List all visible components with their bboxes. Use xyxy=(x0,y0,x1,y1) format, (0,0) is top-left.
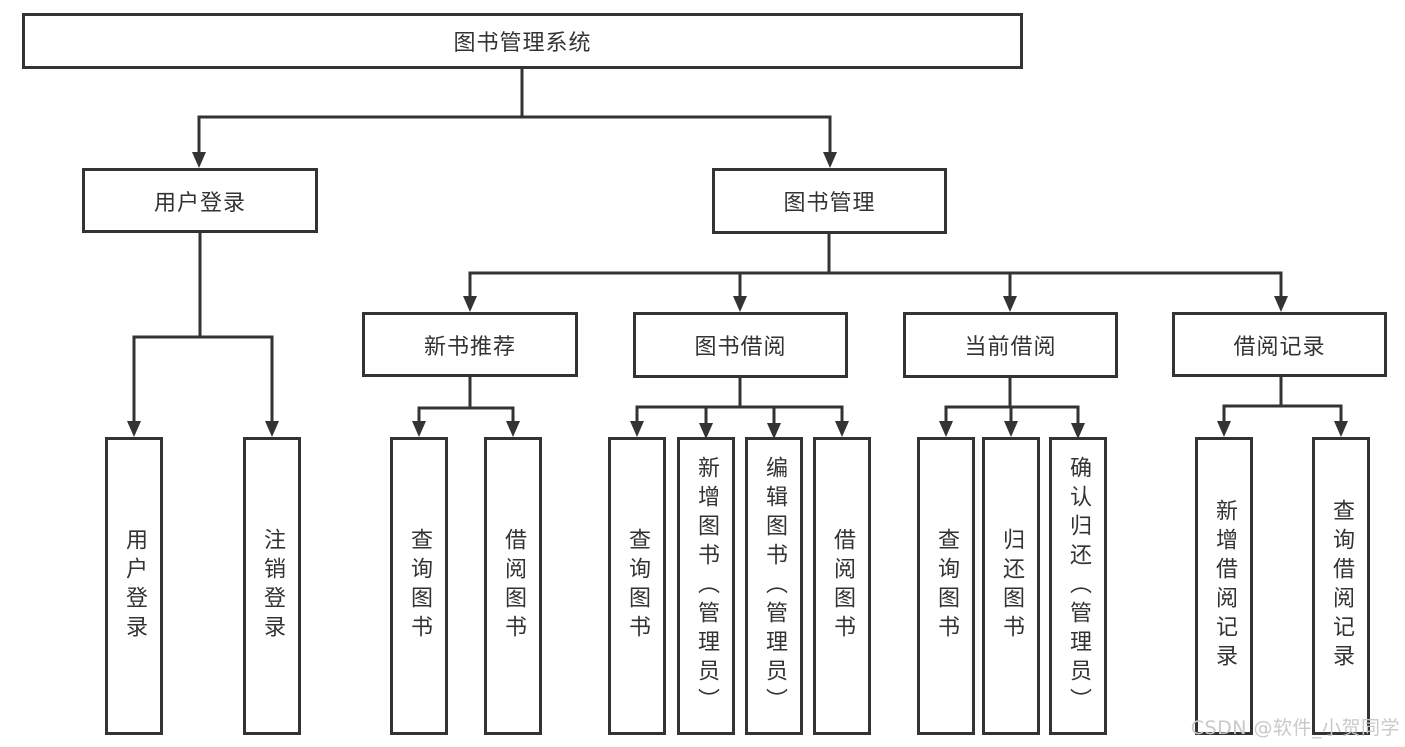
node-book-management: 图书管理 xyxy=(712,168,947,234)
node-leaf-borrow-books-recommend: 借阅图书 xyxy=(484,437,542,735)
node-label: 查询图书 xyxy=(625,528,650,644)
node-label: 查询图书 xyxy=(407,528,432,644)
node-label: 借阅记录 xyxy=(1233,334,1326,360)
node-library-management-system: 图书管理系统 xyxy=(22,13,1023,69)
node-label: 借阅图书 xyxy=(830,528,855,644)
node-label: 图书管理 xyxy=(783,191,876,216)
node-leaf-add-borrow-record: 新增借阅记录 xyxy=(1195,437,1253,735)
node-label: 编辑图书（管理员） xyxy=(762,455,787,717)
node-leaf-logout: 注销登录 xyxy=(243,437,301,735)
node-leaf-query-books-current: 查询图书 xyxy=(917,437,975,735)
node-label: 新增图书（管理员） xyxy=(694,455,719,717)
node-leaf-return-books: 归还图书 xyxy=(982,437,1040,735)
node-user-login: 用户登录 xyxy=(82,168,318,233)
node-leaf-add-books-admin: 新增图书（管理员） xyxy=(677,437,735,735)
node-label: 用户登录 xyxy=(122,528,147,644)
node-label: 确认归还（管理员） xyxy=(1066,455,1091,717)
node-leaf-borrow-books: 借阅图书 xyxy=(813,437,871,735)
node-label: 用户登录 xyxy=(153,190,246,216)
node-book-borrowing: 图书借阅 xyxy=(633,312,848,378)
node-leaf-user-login: 用户登录 xyxy=(105,437,163,735)
node-leaf-confirm-return-admin: 确认归还（管理员） xyxy=(1049,437,1107,735)
node-label: 借阅图书 xyxy=(501,528,526,644)
node-leaf-query-books-borrow: 查询图书 xyxy=(608,437,666,735)
node-label: 查询借阅记录 xyxy=(1329,499,1354,673)
node-leaf-query-borrow-record: 查询借阅记录 xyxy=(1312,437,1370,735)
node-label: 注销登录 xyxy=(260,528,285,644)
node-leaf-query-books-recommend: 查询图书 xyxy=(390,437,448,735)
node-label: 新增借阅记录 xyxy=(1212,499,1237,673)
node-label: 新书推荐 xyxy=(423,334,516,360)
node-current-borrowing: 当前借阅 xyxy=(903,312,1118,378)
node-label: 当前借阅 xyxy=(964,335,1057,360)
node-new-book-recommendation: 新书推荐 xyxy=(362,312,578,377)
node-label: 图书管理系统 xyxy=(453,31,592,56)
node-label: 查询图书 xyxy=(934,528,959,644)
node-borrowing-records: 借阅记录 xyxy=(1172,312,1387,377)
node-leaf-edit-books-admin: 编辑图书（管理员） xyxy=(745,437,803,735)
csdn-watermark: CSDN @软件_小贺同学 xyxy=(1190,717,1400,739)
node-label: 归还图书 xyxy=(999,528,1024,644)
node-label: 图书借阅 xyxy=(694,335,787,360)
